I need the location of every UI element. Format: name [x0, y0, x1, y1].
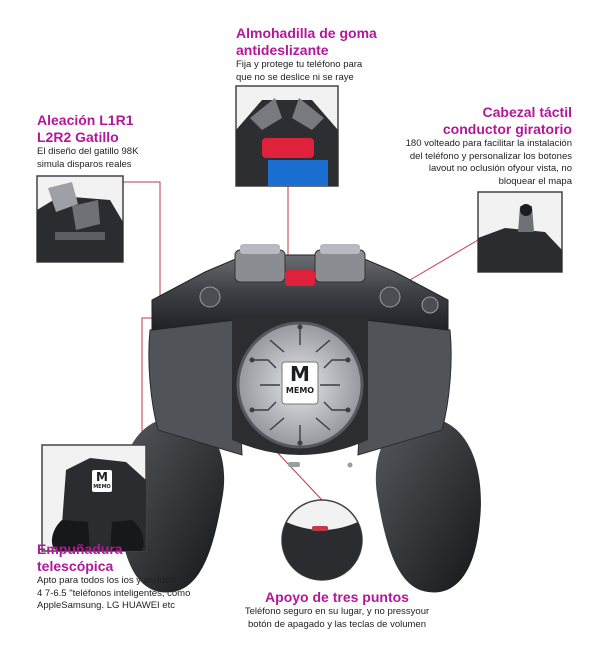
empunadura-desc-line3: AppleSamsung. LG HUAWEI etc — [37, 600, 175, 611]
cabezal-desc-line3: lavout no oclusión ofyour vista, no — [428, 163, 572, 174]
gatillo-title-line2: L2R2 Gatillo — [37, 129, 119, 145]
empunadura-title-line2: telescópica — [37, 558, 114, 574]
inset-goma — [235, 85, 339, 187]
inset-trigger — [36, 175, 124, 263]
memo-logo-text: MEMO — [285, 386, 315, 395]
empunadura-desc: Apto para todos los ios y andriod 4 7-6.… — [37, 575, 237, 613]
gatillo-title-line1: Aleación L1R1 — [37, 112, 134, 128]
goma-desc-line2: que no se deslice ni se raye — [236, 71, 354, 83]
memo-logo-small-mark: M — [96, 470, 108, 484]
inset-grip — [41, 444, 147, 552]
cabezal-title-line1: Cabezal táctil — [482, 104, 572, 120]
goma-title-line1: Almohadilla de goma — [236, 25, 377, 41]
cabezal-desc: 180 volteado para facilitar la instalaci… — [372, 138, 572, 188]
empunadura-title: Empuñadura telescópica — [37, 541, 237, 575]
cabezal-title: Cabezal táctil conductor giratorio — [372, 104, 572, 138]
apoyo-desc-line2: botón de apagado y las teclas de volumen — [248, 618, 426, 630]
goma-title-line2: antideslizante — [236, 42, 329, 58]
gatillo-desc: El diseño del gatillo 98K simula disparo… — [37, 146, 217, 171]
goma-desc: Fija y protege tu teléfono para que no s… — [236, 59, 456, 84]
apoyo-desc: Teléfono seguro en su lugar, y no pressy… — [222, 606, 452, 631]
apoyo-title-line1: Apoyo de tres puntos — [265, 589, 409, 605]
empunadura-title-line1: Empuñadura — [37, 541, 123, 557]
gatillo-desc-line2: simula disparos reales — [37, 158, 132, 170]
inset-cabezal — [477, 191, 563, 273]
apoyo-desc-line1: Teléfono seguro en su lugar, y no pressy… — [244, 606, 430, 617]
cabezal-title-line2: conductor giratorio — [442, 121, 572, 137]
cabezal-desc-line1: 180 volteado para facilitar la instalaci… — [405, 138, 572, 149]
inset-apoyo — [281, 499, 363, 581]
empunadura-desc-line1: Apto para todos los ios y andriod — [37, 575, 176, 586]
memo-logo-mark: M — [290, 362, 310, 386]
goma-title: Almohadilla de goma antideslizante — [236, 25, 456, 59]
memo-logo-small: M MEMO — [92, 470, 112, 492]
memo-logo: M MEMO — [282, 362, 318, 404]
gatillo-desc-line1: El diseño del gatillo 98K — [37, 146, 139, 157]
empunadura-desc-line2: 4 7-6.5 "teléfonos inteligentes, como — [37, 587, 191, 599]
cabezal-desc-line2: del teléfono y personalizar los botones — [409, 150, 572, 162]
goma-desc-line1: Fija y protege tu teléfono para — [236, 59, 363, 70]
cabezal-desc-line4: bloquear el mapa — [498, 175, 572, 187]
memo-logo-small-text: MEMO — [93, 484, 111, 490]
gatillo-title: Aleación L1R1 L2R2 Gatillo — [37, 112, 217, 146]
apoyo-title: Apoyo de tres puntos — [232, 589, 442, 606]
